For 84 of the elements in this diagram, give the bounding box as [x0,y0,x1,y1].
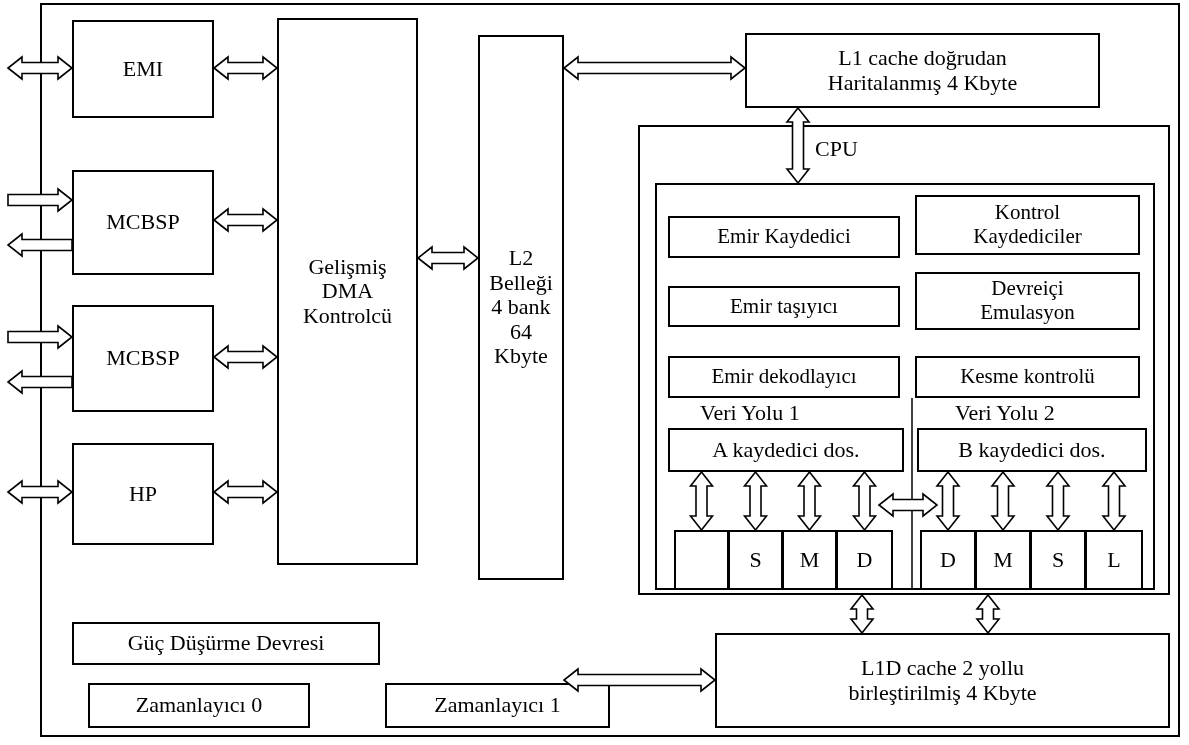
block-label: L2 Belleği 4 bank 64 Kbyte [488,245,554,370]
block-box [72,443,214,545]
block-box [915,356,1140,398]
double-arrow [416,245,480,271]
double-arrow [1045,470,1071,532]
double-arrow [688,470,715,532]
functional-unit [920,530,976,590]
datapath-label: Veri Yolu 2 [955,402,1055,424]
block-box [668,286,900,327]
functional-unit [836,530,893,590]
block-box [385,683,610,728]
double-arrow [212,207,279,233]
block-box [668,216,900,258]
block-box [915,195,1140,255]
block-label: Emir taşıyıcı [730,294,838,319]
double-arrow [212,344,279,370]
block-label: A kaydedici dos. [712,437,860,463]
block-label: S [1051,547,1065,573]
block-label: B kaydedici dos. [958,437,1106,463]
functional-unit [1085,530,1143,590]
double-arrow [785,106,811,185]
double-arrow [935,470,961,532]
double-arrow [212,55,279,81]
block-label: L1 cache doğrudan Haritalanmış 4 Kbyte [826,45,1019,96]
block-label: Emir dekodlayıcı [711,365,857,389]
block-box [917,428,1147,472]
block-box [88,683,310,728]
block-label: HP [128,481,158,507]
double-arrow [877,492,939,518]
block-label: Kontrol Kaydediciler [972,201,1083,249]
double-arrow [990,470,1016,532]
cpu-block [638,125,1170,595]
block-label: Güç Düşürme Devresi [127,631,325,656]
double-arrow [851,470,878,532]
functional-unit [782,530,837,590]
double-arrow [6,232,73,258]
block-box [915,272,1140,330]
block-label: Kesme kontrolü [960,365,1095,389]
double-arrow [742,470,769,532]
block-label: Zamanlayıcı 1 [434,693,561,718]
functional-unit [674,530,729,590]
functional-unit [728,530,783,590]
block-label: D [940,547,956,573]
double-arrow [212,479,279,505]
block-box [72,170,214,275]
block-label: Zamanlayıcı 0 [135,693,263,718]
double-arrow [849,593,875,635]
block-label: D [856,547,873,573]
block-label: Emir Kaydedici [717,225,851,249]
block-box [72,20,214,118]
block-box [72,305,214,412]
block-label: L1D cache 2 yollu birleştirilmiş 4 Kbyte [847,655,1038,706]
block-label: MCBSP [106,346,180,371]
block-label: M [799,547,820,573]
chip-boundary [40,3,1180,737]
block-box [478,35,564,580]
block-label: EMI [122,56,164,82]
double-arrow [1101,470,1127,532]
block-label: L [1107,547,1121,573]
block-label: CPU [815,137,858,162]
block-label: Gelişmiş DMA Kontrolcü [301,254,394,329]
double-arrow [562,55,747,81]
block-box [668,428,904,472]
block-label: M [993,547,1013,573]
double-arrow [7,324,74,350]
double-arrow [6,369,73,395]
block-box [277,18,418,565]
block-label: MCBSP [106,210,180,235]
block-box [72,622,380,665]
block-box [745,33,1100,108]
block-label: Devreiçi Emulasyon [979,277,1076,325]
double-arrow [6,55,74,81]
datapath-label: Veri Yolu 1 [700,402,800,424]
functional-unit [1030,530,1086,590]
double-arrow [6,479,74,505]
double-arrow [975,593,1001,635]
datapath-panel [655,183,1155,590]
block-box [668,356,900,398]
double-arrow [562,667,717,693]
functional-unit [975,530,1031,590]
double-arrow [796,470,823,532]
double-arrow [7,187,74,213]
block-box [715,633,1170,728]
block-label: S [749,547,762,573]
